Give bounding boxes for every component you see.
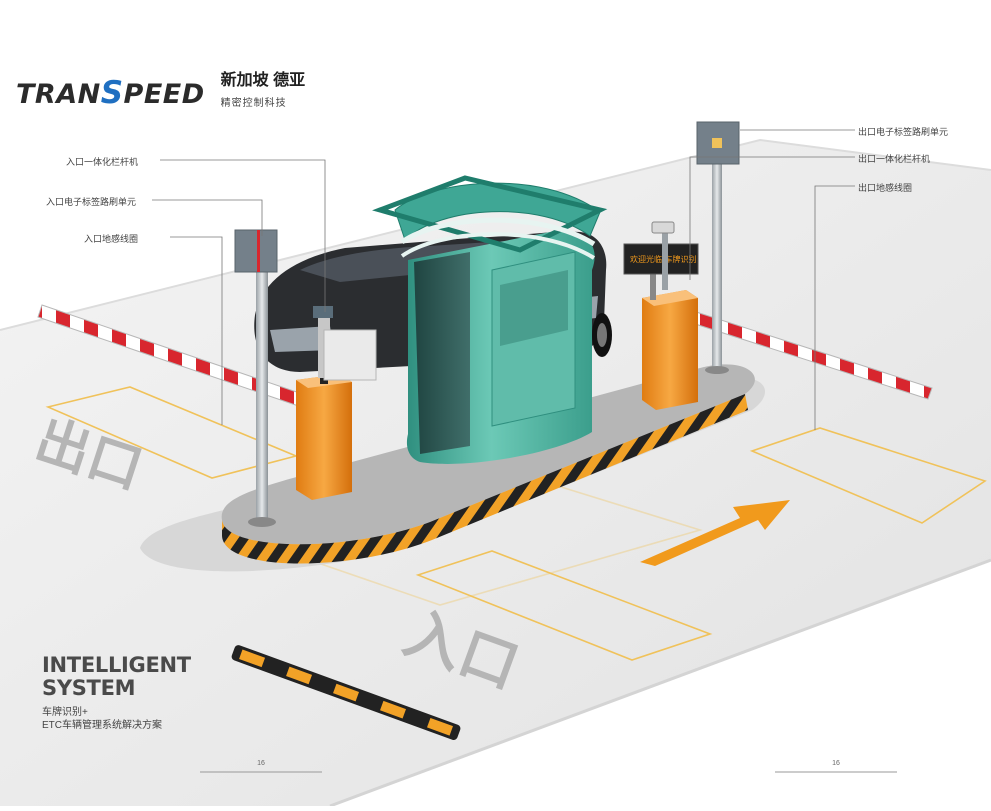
entry-ticket-unit [313,306,377,381]
company-tagline: 精密控制科技 [220,98,287,109]
brand-header: TRANSPEED 新加坡 德亚 精密控制科技 [16,66,305,109]
tagline-sub1: 车牌识别+ [42,707,88,719]
intelligent-system-tagline: INTELLIGENT SYSTEM 车牌识别+ ETC车辆管理系统解决方案 [42,653,191,732]
exit-gate-cabinet [642,290,698,410]
page-number-left: 16 [257,760,265,767]
label-exit-loop: 出口地感线圈 [858,183,913,193]
page-number-right: 16 [832,760,840,767]
tagline-line1: INTELLIGENT [42,653,191,677]
leader-lines [152,129,855,430]
label-exit-reader: 出口电子标签路刷单元 [858,127,949,137]
entry-gate-cabinet [296,370,352,500]
company-info: 新加坡 德亚 精密控制科技 [221,66,305,109]
direction-arrow-icon [640,500,790,566]
company-name: 新加坡 德亚 [220,72,306,89]
speed-bump [231,645,461,740]
company-logo: TRANSPEED [16,75,205,111]
tagline-line2: SYSTEM [42,676,136,701]
label-entry-gate: 入口一体化栏杆机 [66,157,139,167]
label-entry-loop: 入口地感线圈 [84,234,139,244]
camera-icon [651,221,675,290]
entry-reader-pole [234,229,278,527]
label-exit-gate: 出口一体化栏杆机 [858,154,931,164]
toll-booth [372,175,608,464]
tagline-sub2: ETC车辆管理系统解决方案 [42,720,162,732]
label-entry-reader: 入口电子标签路刷单元 [46,197,137,207]
